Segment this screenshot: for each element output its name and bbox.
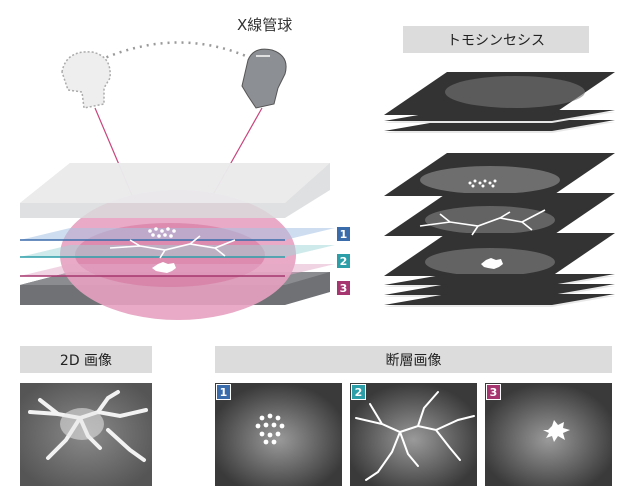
xray-tube-label: X線管球: [237, 16, 293, 34]
slice-plane-2: [20, 245, 335, 257]
tomosynthesis-label: トモシンセシス: [447, 32, 545, 49]
tomographic-label: 断層画像: [385, 352, 442, 369]
tube-arc: [99, 41, 256, 62]
tomo-stack: [384, 72, 615, 307]
slice-plane-3: [20, 264, 335, 276]
breast-calcifications: [148, 227, 176, 238]
slice-badge-3: 3: [336, 280, 351, 296]
tomo-image-2-structure: [355, 391, 475, 481]
slice-plane-1: [20, 228, 335, 240]
image-2d-header: 2D 画像: [20, 346, 152, 373]
tomo-image-2-badge: 2: [351, 384, 366, 400]
tomo-image-1-badge: 1: [216, 384, 231, 400]
xray-tube-icon: [241, 48, 287, 109]
breast-mass: [152, 262, 176, 273]
tomo-image-1-calcifications: [255, 413, 285, 445]
tomo-image-3-mass: [543, 420, 570, 442]
slice-badge-2: 2: [336, 253, 351, 269]
tomo-image-3-badge: 3: [486, 384, 501, 400]
tomo-structure: [419, 209, 546, 236]
tomosynthesis-header: トモシンセシス: [403, 26, 589, 53]
image-2d-label: 2D 画像: [59, 352, 113, 369]
breast-structure: [109, 235, 236, 259]
tomographic-header: 断層画像: [215, 346, 612, 373]
tomo-calcifications: [468, 179, 497, 188]
slice-badge-1: 1: [336, 226, 351, 242]
tomo-image-2: [350, 383, 477, 486]
xray-tube-ghost-icon: [61, 51, 111, 109]
tomo-mass: [481, 258, 503, 269]
